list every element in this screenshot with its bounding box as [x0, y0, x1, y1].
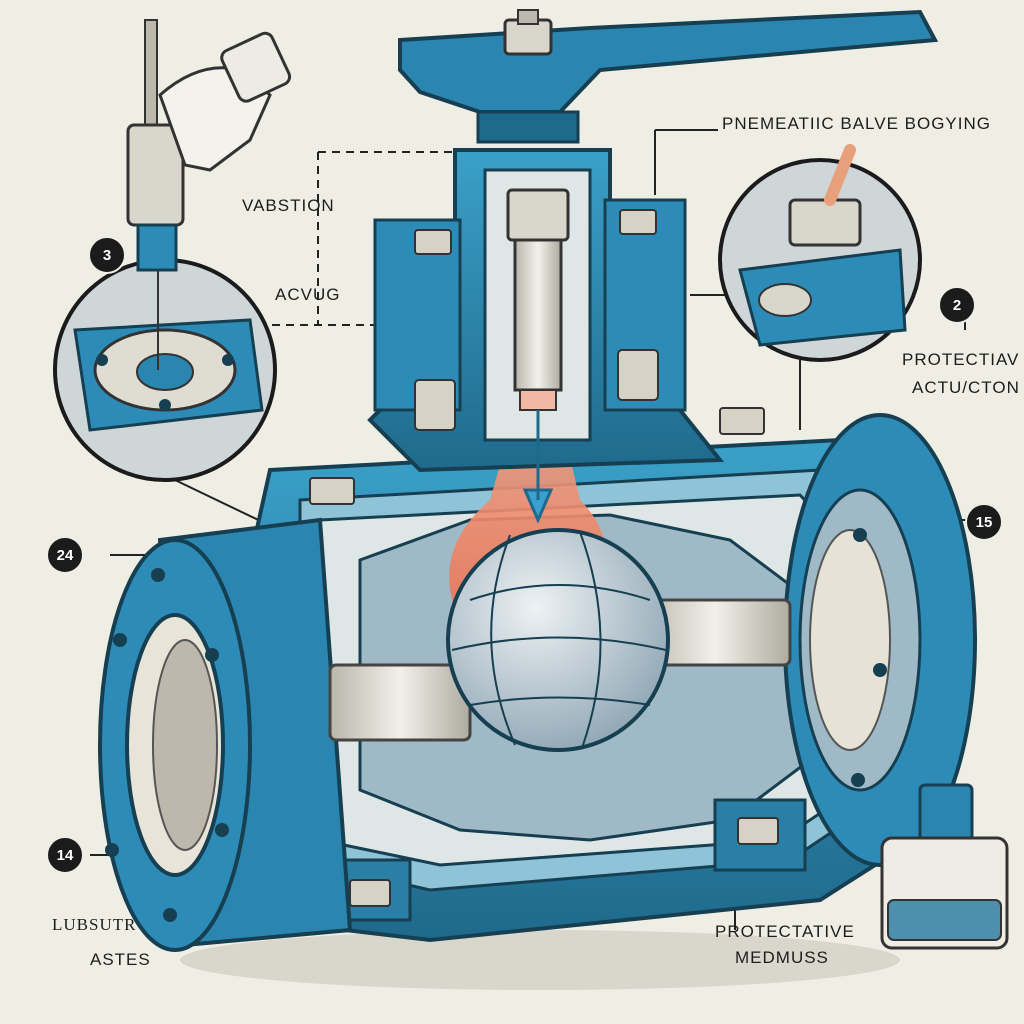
badge-14: 14 [46, 836, 84, 874]
left-shaft [328, 663, 472, 742]
label-vabstion: VABSTION [242, 196, 335, 215]
label-protectative: PROTECTATIVE [715, 922, 855, 941]
label-pneumatic-valve: PNEMEATIIC BALVE BOGYING [722, 114, 991, 133]
badge-24: 24 [46, 536, 84, 574]
label-actucton: ACTU/CTON [912, 378, 1020, 397]
handle-lever [398, 9, 939, 144]
badge-3: 3 [88, 236, 126, 274]
right-flange [783, 413, 977, 867]
flow-arrow [522, 410, 554, 524]
medium-bottle [880, 783, 1009, 950]
inset-gland [53, 258, 277, 482]
hand-tool [126, 19, 292, 370]
label-astes: ASTES [90, 950, 151, 969]
label-acvug: ACVUG [275, 285, 341, 304]
label-medmuss: MEDMUSS [735, 948, 829, 967]
floor-shadow [180, 930, 900, 990]
label-protectiav: PROTECTIAV [902, 350, 1020, 369]
stem [513, 238, 563, 392]
inset-fitting [718, 144, 922, 362]
stem-collar [506, 188, 570, 242]
badge-15: 15 [965, 503, 1003, 541]
badge-2: 2 [938, 286, 976, 324]
ball [446, 528, 670, 752]
stem-tip [519, 389, 557, 411]
left-flange [98, 517, 353, 952]
label-lubsutr: LUBSUTR [52, 915, 137, 934]
